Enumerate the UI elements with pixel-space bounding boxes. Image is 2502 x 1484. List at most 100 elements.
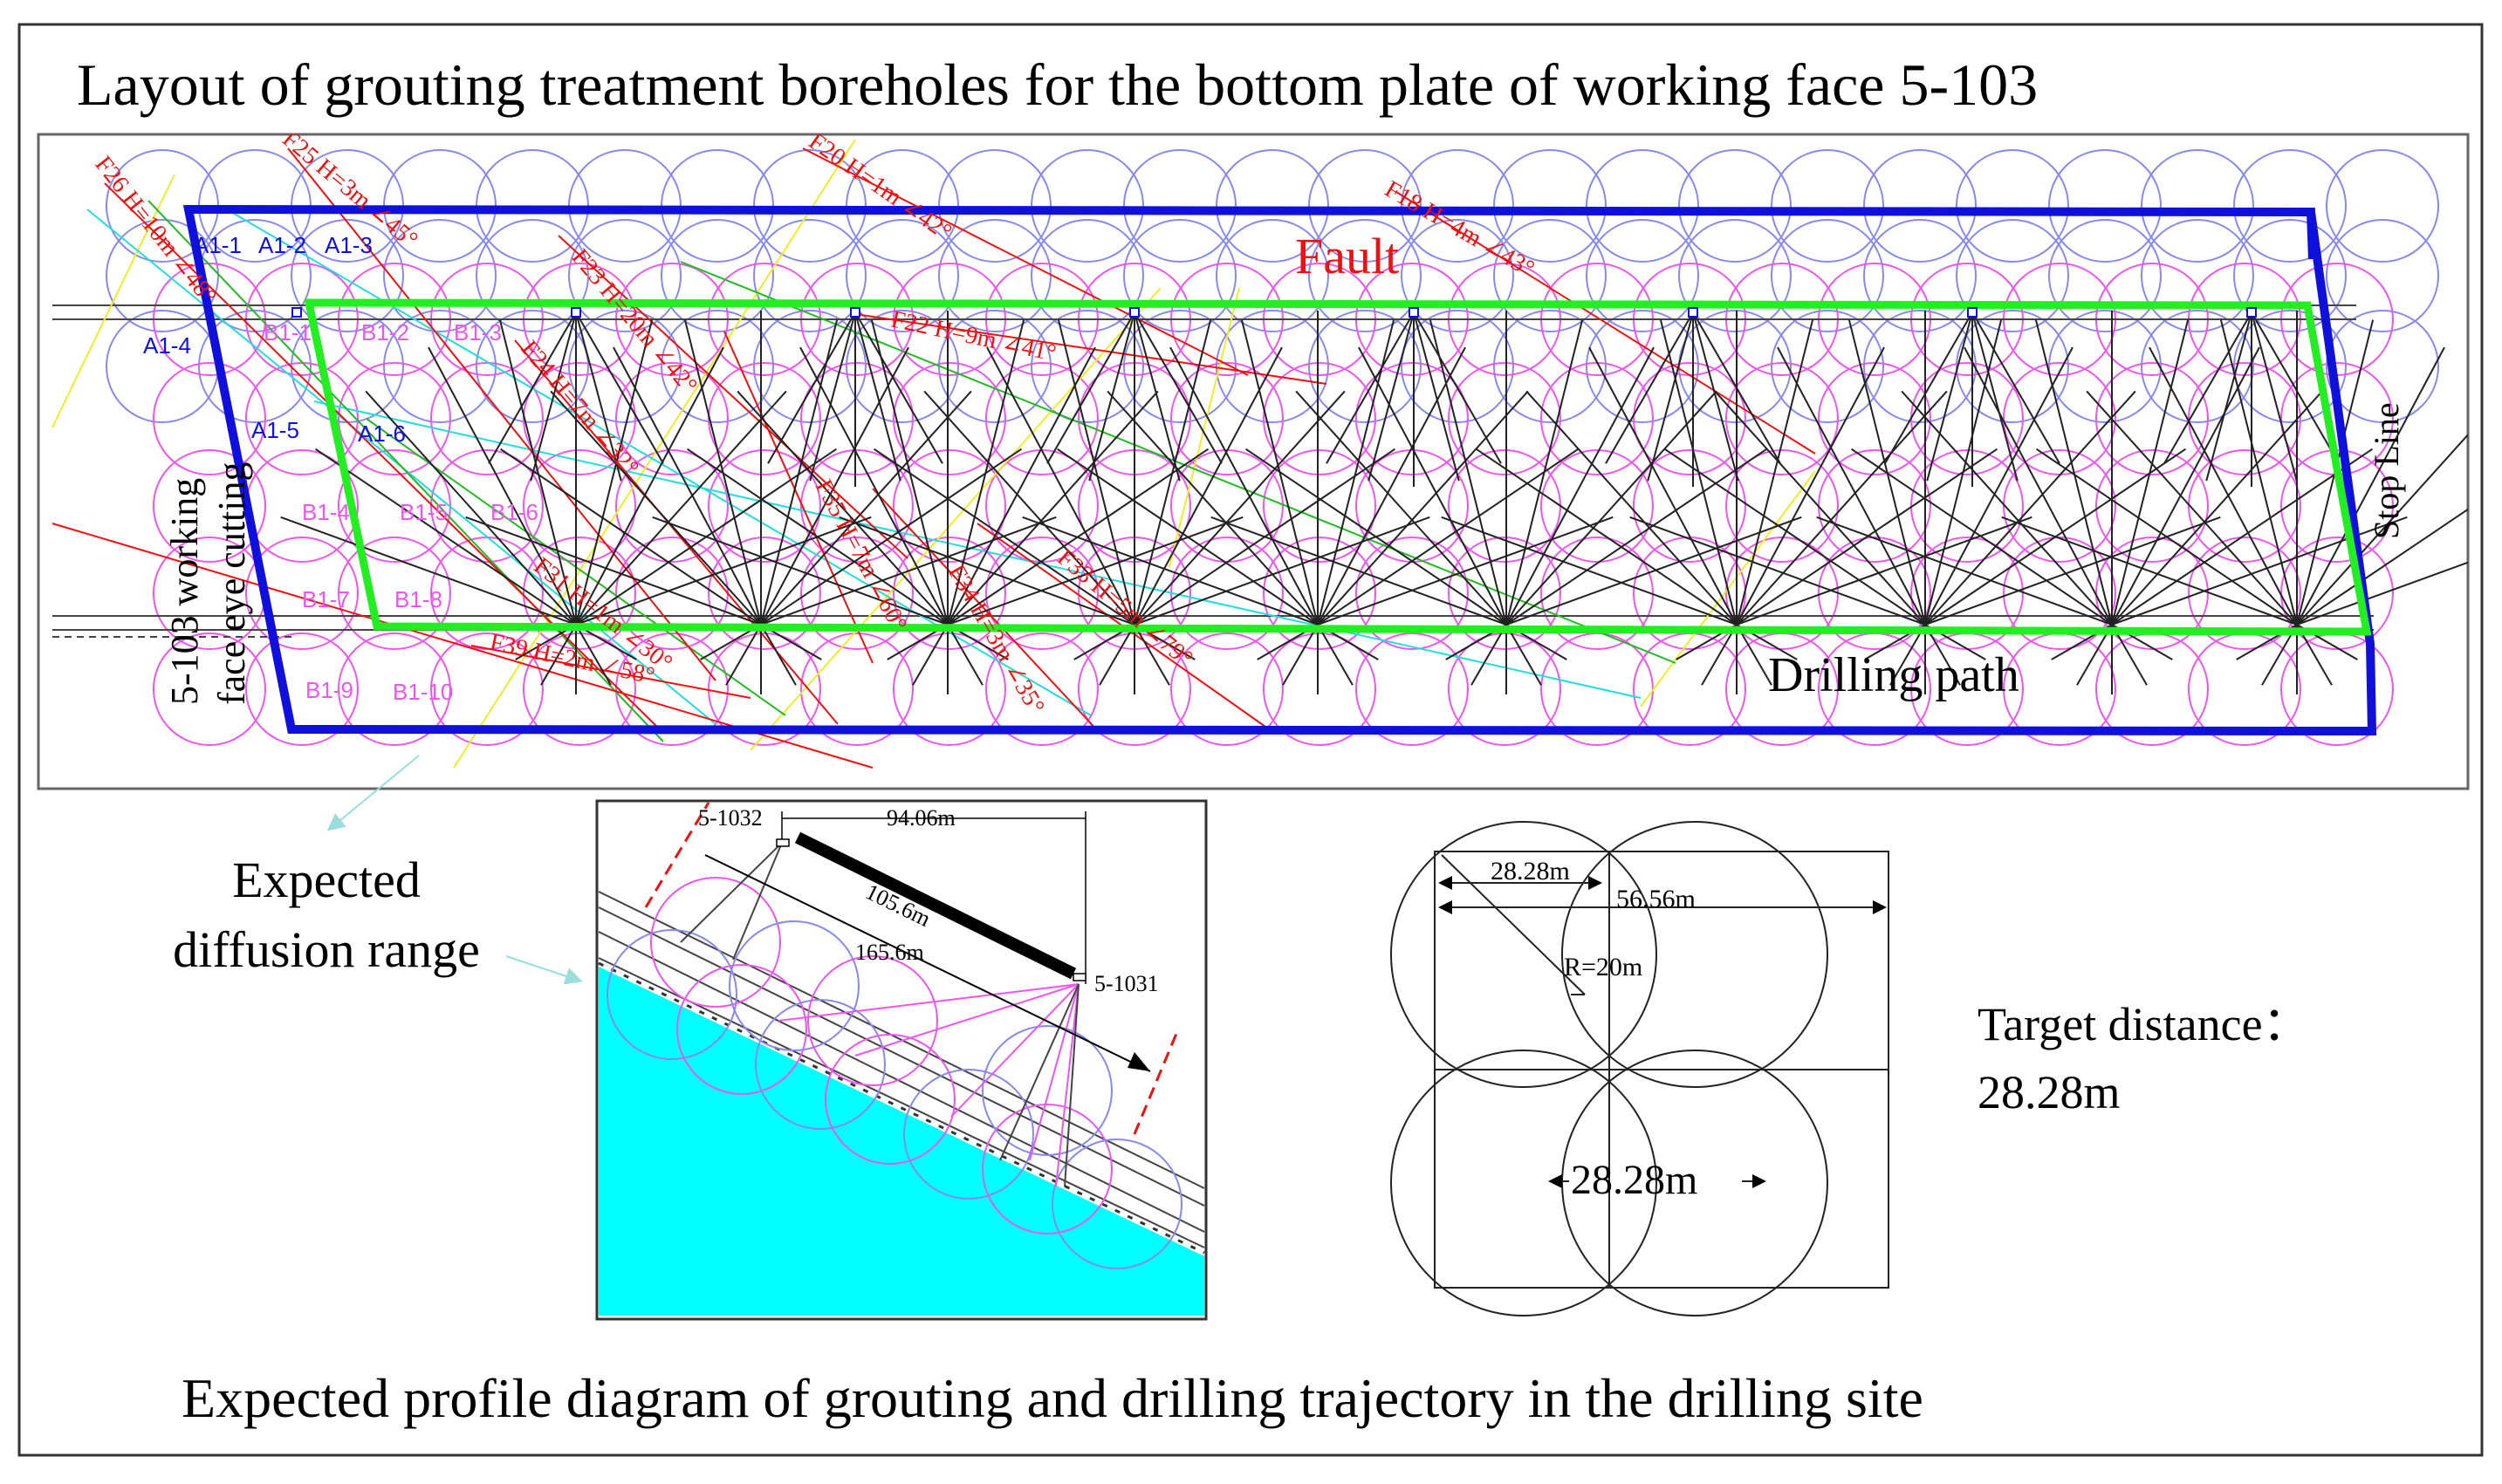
spacing-center-label: 28.28m bbox=[1571, 1157, 1697, 1203]
drill-trajectory bbox=[575, 624, 612, 686]
label-b1-8: B1-8 bbox=[394, 586, 442, 612]
profile-diffusion-circle bbox=[982, 1104, 1113, 1234]
drill-trajectory bbox=[947, 390, 1159, 626]
borehole-marker bbox=[1129, 307, 1140, 318]
drill-trajectory bbox=[1629, 516, 1926, 626]
drill-trajectory bbox=[1816, 516, 2113, 626]
drill-trajectory bbox=[1295, 390, 1507, 626]
profile-red-dash-left bbox=[644, 802, 710, 908]
diffusion-circle bbox=[2326, 219, 2439, 332]
drill-trajectory bbox=[1926, 311, 1973, 482]
label-b1-2: B1-2 bbox=[361, 319, 409, 345]
diffusion-circle bbox=[2048, 219, 2162, 332]
drill-trajectory bbox=[1850, 448, 2113, 626]
drill-trajectory bbox=[760, 390, 972, 626]
drill-trajectory bbox=[1692, 311, 1781, 464]
drill-trajectory bbox=[2086, 390, 2298, 626]
diffusion-circle bbox=[846, 310, 959, 423]
diffusion-circle bbox=[800, 449, 914, 563]
drill-trajectory bbox=[799, 346, 949, 626]
profile-diffusion-circle bbox=[755, 999, 886, 1130]
diffusion-circle bbox=[1031, 149, 1144, 263]
diffusion-circle bbox=[2003, 449, 2116, 563]
drill-trajectory bbox=[2205, 311, 2252, 482]
diffusion-circle bbox=[2326, 310, 2439, 423]
diffusion-circle bbox=[1263, 633, 1376, 746]
diffusion-circle bbox=[938, 149, 1052, 263]
label-b1-6: B1-6 bbox=[490, 499, 538, 525]
drill-trajectory bbox=[1244, 448, 1507, 626]
a-hole-labels: A1-1 A1-2 A1-3 A1-4 A1-5 A1-6 bbox=[143, 232, 406, 447]
diffusion-circle bbox=[1263, 362, 1376, 475]
drill-trajectory bbox=[854, 311, 943, 464]
drill-trajectory bbox=[1777, 346, 1926, 626]
drill-trajectory bbox=[575, 311, 622, 482]
drill-trajectory bbox=[873, 448, 1135, 626]
diffusion-circle bbox=[106, 219, 219, 332]
diffusion-circle bbox=[1263, 537, 1376, 650]
diffusion-circle bbox=[1401, 310, 1514, 423]
working-face-label-line2: face eye cutting bbox=[210, 462, 253, 705]
profile-drill-lines bbox=[680, 842, 1080, 1187]
diffusion-circle bbox=[1355, 537, 1469, 650]
diffusion-circle bbox=[1493, 310, 1607, 423]
diffusion-circle bbox=[1678, 219, 1792, 332]
diffusion-circle bbox=[800, 537, 914, 650]
drill-trajectory bbox=[1505, 346, 1655, 626]
drill-trajectory bbox=[1056, 448, 1319, 626]
drill-trajectory bbox=[2251, 311, 2298, 482]
target-distance-line2: 28.28m bbox=[1978, 1066, 2121, 1118]
diffusion-circle bbox=[1678, 149, 1792, 263]
drill-trajectory bbox=[1736, 346, 1885, 626]
profile-total-length: 165.6m bbox=[855, 940, 924, 965]
diffusion-circle bbox=[1031, 310, 1144, 423]
diffusion-circle bbox=[1308, 219, 1422, 332]
diffusion-circle bbox=[523, 537, 636, 650]
drill-trajectory bbox=[1057, 319, 1135, 626]
drilling-path-label: Drilling path bbox=[1768, 648, 2019, 702]
diffusion-circle bbox=[1448, 633, 1561, 746]
green-drilling-route bbox=[304, 298, 2372, 636]
drill-trajectory bbox=[1692, 311, 1739, 482]
drill-trajectory bbox=[1505, 390, 1717, 626]
drilling-fans bbox=[280, 311, 2468, 694]
drill-trajectory bbox=[1701, 624, 1738, 686]
borehole-marker bbox=[2246, 307, 2257, 318]
drill-trajectory bbox=[1924, 624, 1961, 686]
drill-trajectory bbox=[1317, 346, 1466, 626]
drill-trajectory bbox=[1134, 319, 1212, 626]
diffusion-circle bbox=[1216, 149, 1329, 263]
diffusion-circle bbox=[1956, 310, 2069, 423]
drill-trajectory bbox=[839, 516, 1135, 626]
diffusion-circle bbox=[985, 537, 1099, 650]
profile-diffusion-circle bbox=[676, 964, 807, 1095]
diffusion-circle bbox=[938, 219, 1052, 332]
drill-trajectory bbox=[1134, 516, 1430, 626]
drill-trajectory bbox=[1470, 624, 1507, 686]
borehole-marker bbox=[1967, 307, 1978, 318]
diffusion-circle bbox=[568, 219, 682, 332]
figure-caption: Expected profile diagram of grouting and… bbox=[182, 1367, 1923, 1429]
diffusion-circle bbox=[1123, 149, 1237, 263]
diffusion-circle bbox=[800, 633, 914, 746]
drill-trajectory bbox=[1282, 624, 1319, 686]
fault-heading: Fault bbox=[1295, 228, 1399, 284]
drill-trajectory bbox=[1134, 311, 1181, 482]
diffusion-circle bbox=[338, 633, 451, 746]
diffusion-circle bbox=[1725, 449, 1839, 563]
diffusion-circle bbox=[1725, 362, 1839, 475]
diffusion-circle bbox=[1818, 362, 1931, 475]
label-b1-7: B1-7 bbox=[302, 586, 350, 612]
drill-trajectory bbox=[550, 390, 762, 626]
spacing-circle-bottom-right bbox=[1561, 1050, 1828, 1316]
diffusion-circle bbox=[476, 219, 589, 332]
diffusion-circle bbox=[1355, 633, 1469, 746]
drill-trajectory bbox=[947, 516, 1244, 626]
drill-trajectory bbox=[540, 624, 577, 686]
diffusion-circle bbox=[153, 633, 266, 746]
profile-start-marker bbox=[776, 838, 790, 847]
profile-start-label: 5-1032 bbox=[698, 805, 763, 831]
drill-trajectory bbox=[1736, 319, 1814, 626]
drill-trajectory bbox=[986, 346, 1135, 626]
diffusion-circle bbox=[2188, 449, 2301, 563]
